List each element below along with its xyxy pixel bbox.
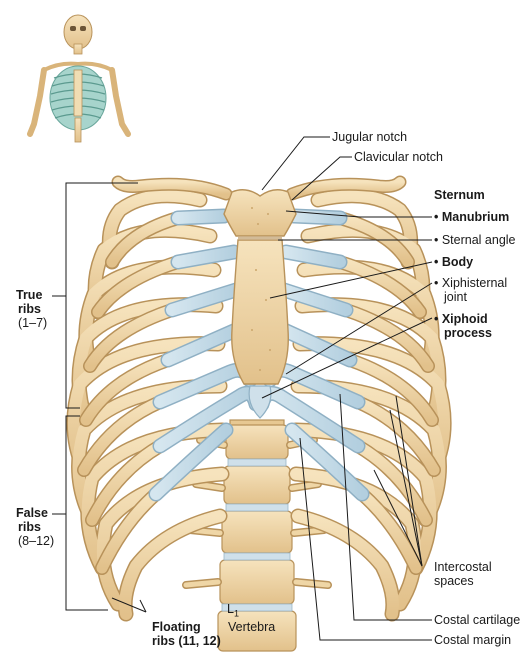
- vertebra-label: Vertebra: [228, 620, 276, 634]
- true-ribs-label-3: (1–7): [18, 316, 48, 330]
- jugular-notch-label: Jugular notch: [332, 130, 408, 144]
- true-ribs-label-2: ribs: [18, 302, 41, 316]
- body-label: • Body: [434, 255, 474, 269]
- vertebral-column: [182, 419, 332, 652]
- leader-lines: [111, 136, 433, 641]
- sternum-body-shape: [231, 239, 289, 385]
- vertebra-number: 1: [233, 608, 239, 619]
- manubrium-shape: [223, 189, 297, 237]
- skeleton-thumbnail: [27, 14, 131, 143]
- xiphoid-process-label-1: • Xiphoid: [434, 312, 488, 326]
- clavicles: [111, 175, 407, 201]
- sternum-bone: [223, 189, 297, 419]
- false-ribs-label-1: False: [16, 506, 48, 520]
- xiphisternal-joint-label-2: joint: [444, 290, 467, 304]
- rib-group-brackets: [52, 182, 138, 611]
- floating-ribs-label-2: ribs (11, 12): [152, 634, 221, 648]
- costal-margin-label: Costal margin: [434, 633, 512, 647]
- costal-cartilage-label: Costal cartilage: [434, 613, 521, 627]
- intercostal-spaces-label-1: Intercostal: [434, 560, 492, 574]
- clavicular-notch-label: Clavicular notch: [354, 150, 443, 164]
- floating-ribs-label-1: Floating: [152, 620, 201, 634]
- vertebra-letter: L: [227, 602, 234, 616]
- xiphisternal-joint-label-1: • Xiphisternal: [434, 276, 508, 290]
- sternal-angle-label: • Sternal angle: [434, 233, 516, 247]
- manubrium-label: • Manubrium: [434, 210, 510, 224]
- sternum-label: Sternum: [434, 188, 485, 202]
- floating-ribs-text: ribs (11, 12): [152, 634, 221, 648]
- false-ribs-label-3: (8–12): [18, 534, 55, 548]
- vertebra-l1-label: L1: [227, 602, 239, 621]
- ribs: [66, 188, 452, 622]
- false-ribs-bracket: [65, 415, 108, 611]
- xiphoid-shape: [248, 385, 272, 419]
- false-ribs-label-2: ribs: [18, 520, 41, 534]
- intercostal-spaces-label-2: spaces: [434, 574, 474, 588]
- xiphoid-process-label-2: process: [444, 326, 492, 340]
- true-ribs-label-1: True: [16, 288, 43, 302]
